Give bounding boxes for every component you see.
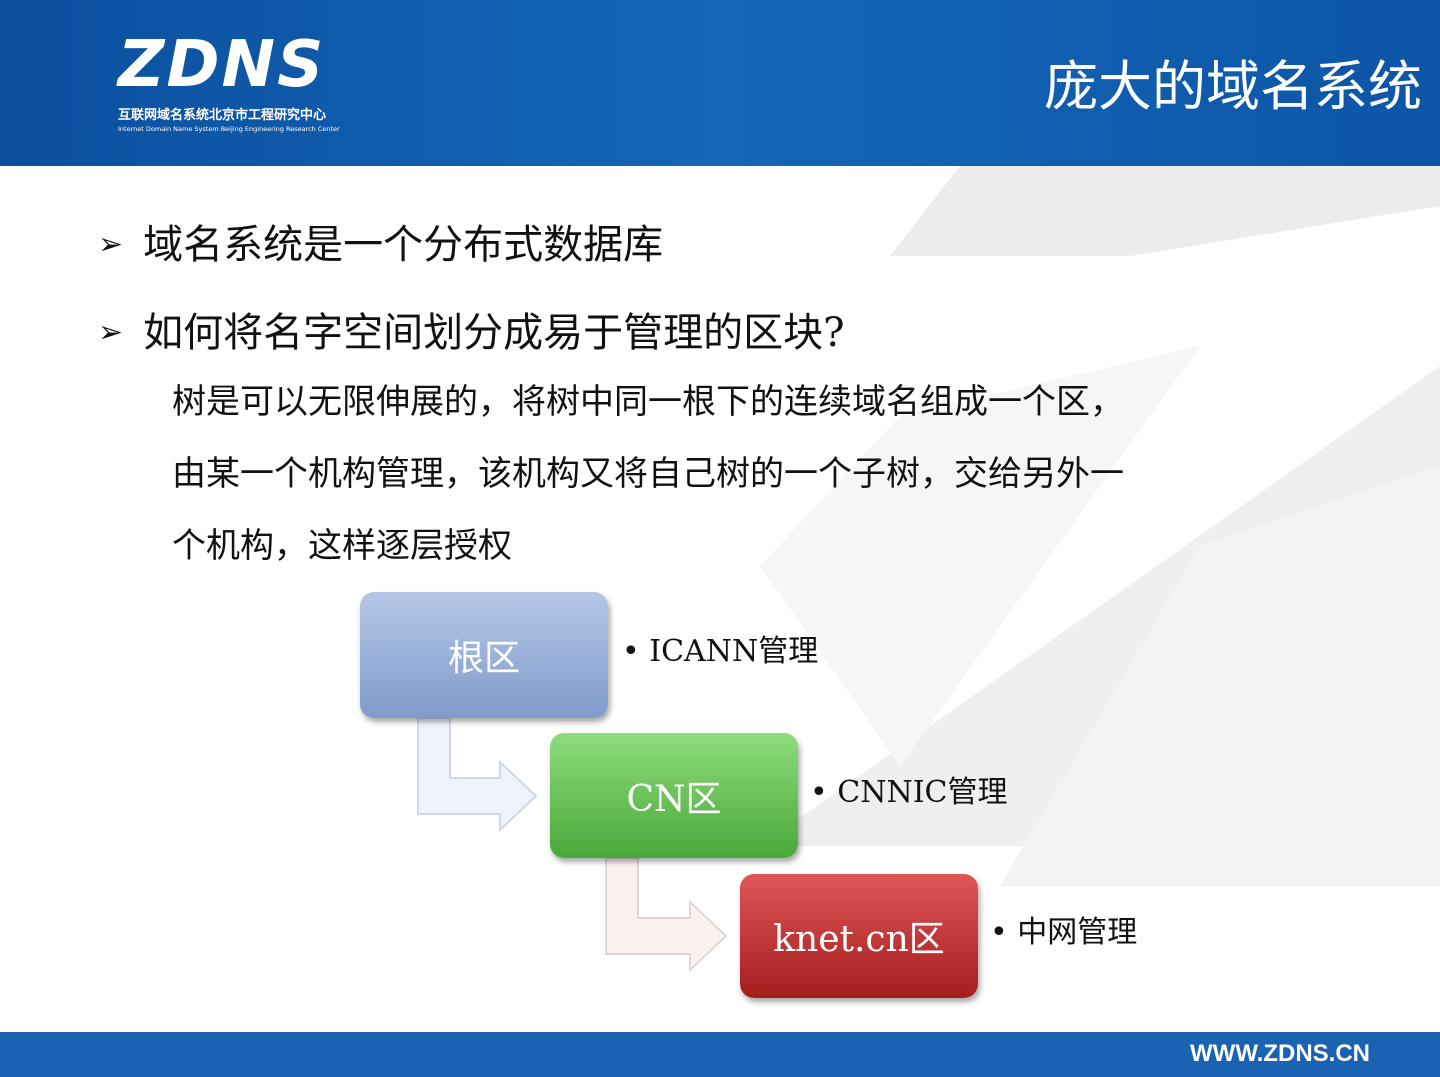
arrow-bullet-icon: ➢ (98, 315, 124, 350)
paragraph-line: 由某一个机构管理，该机构又将自己树的一个子树，交给另外一 (172, 454, 1124, 494)
zone-box-cn: CN区 (550, 733, 798, 858)
bullet-text: 如何将名字空间划分成易于管理的区块? (143, 310, 845, 356)
zone-label: knet.cn区 (773, 919, 945, 960)
arrow-bullet-icon: ➢ (98, 227, 124, 262)
zone-note-text: CNNIC管理 (837, 775, 1008, 810)
footer-band: WWW.ZDNS.CN (0, 1032, 1440, 1077)
logo-en-text: Internet Domain Name System Beijing Engi… (118, 125, 340, 133)
zdns-logo: ZDNS 互联网域名系统北京市工程研究中心 Internet Domain Na… (118, 30, 378, 140)
zone-note: • ICANN管理 (622, 634, 819, 669)
logo-mark: ZDNS (118, 28, 326, 102)
logo-cn-text: 互联网域名系统北京市工程研究中心 (118, 108, 327, 123)
zone-box-knet: knet.cn区 (740, 874, 978, 998)
slide-title: 庞大的域名系统 (1044, 55, 1422, 118)
paragraph-line: 树是可以无限伸展的，将树中同一根下的连续域名组成一个区， (172, 382, 1124, 422)
elbow-arrow-2 (605, 857, 728, 973)
zone-label: 根区 (447, 638, 520, 679)
bullet-text: 域名系统是一个分布式数据库 (143, 222, 664, 268)
zone-note-text: ICANN管理 (649, 634, 819, 669)
header-band: ZDNS 互联网域名系统北京市工程研究中心 Internet Domain Na… (0, 0, 1440, 166)
elbow-arrow-1 (417, 717, 538, 833)
paragraph-line: 个机构，这样逐层授权 (172, 526, 512, 566)
bullet-2: ➢ 如何将名字空间划分成易于管理的区块? (98, 308, 845, 358)
zone-note-text: 中网管理 (1017, 915, 1138, 950)
zone-label: CN区 (626, 778, 722, 820)
footer-url: WWW.ZDNS.CN (1190, 1040, 1370, 1067)
bullet-1: ➢ 域名系统是一个分布式数据库 (98, 220, 663, 270)
zone-note: • 中网管理 (990, 915, 1138, 950)
zone-note: • CNNIC管理 (810, 775, 1008, 810)
background-watermark (760, 166, 1440, 886)
zone-box-root: 根区 (360, 592, 608, 718)
